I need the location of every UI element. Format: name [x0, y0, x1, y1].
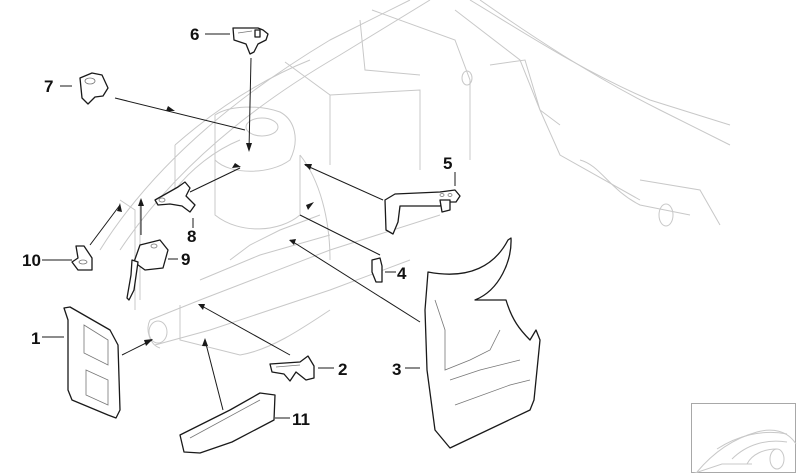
part-5-support-bracket[interactable]	[384, 189, 461, 235]
callout-10[interactable]: 10	[22, 251, 41, 270]
callout-1[interactable]: 1	[31, 329, 41, 348]
callout-9[interactable]: 9	[181, 250, 191, 269]
part-10-angle-clip[interactable]	[71, 245, 93, 271]
car-thumbnail-icon	[693, 429, 797, 473]
callout-6[interactable]: 6	[190, 25, 200, 44]
part-2-slotted-bracket[interactable]	[269, 355, 315, 382]
part-6-mounting-bracket[interactable]	[232, 27, 269, 55]
callout-4[interactable]: 4	[397, 264, 407, 283]
vehicle-overview-inset	[691, 403, 797, 473]
part-1-bracket-plate[interactable]	[63, 306, 121, 419]
callout-7[interactable]: 7	[44, 77, 54, 96]
callout-2[interactable]: 2	[338, 360, 348, 379]
callout-8[interactable]: 8	[187, 227, 197, 246]
callout-3[interactable]: 3	[392, 360, 402, 379]
part-11-support-rail[interactable]	[179, 392, 276, 454]
body-structure-outline	[99, 0, 731, 356]
part-8-angled-bracket[interactable]	[154, 181, 196, 213]
part-3-wheel-arch-panel[interactable]	[424, 237, 541, 449]
arrowheads	[117, 106, 314, 346]
part-7-rubber-buffer[interactable]	[79, 72, 109, 105]
part-4-clip[interactable]	[371, 257, 383, 283]
callout-11[interactable]: 11	[292, 410, 310, 429]
callout-5[interactable]: 5	[443, 154, 453, 173]
part-9-bracket-with-strap[interactable]	[126, 239, 169, 301]
